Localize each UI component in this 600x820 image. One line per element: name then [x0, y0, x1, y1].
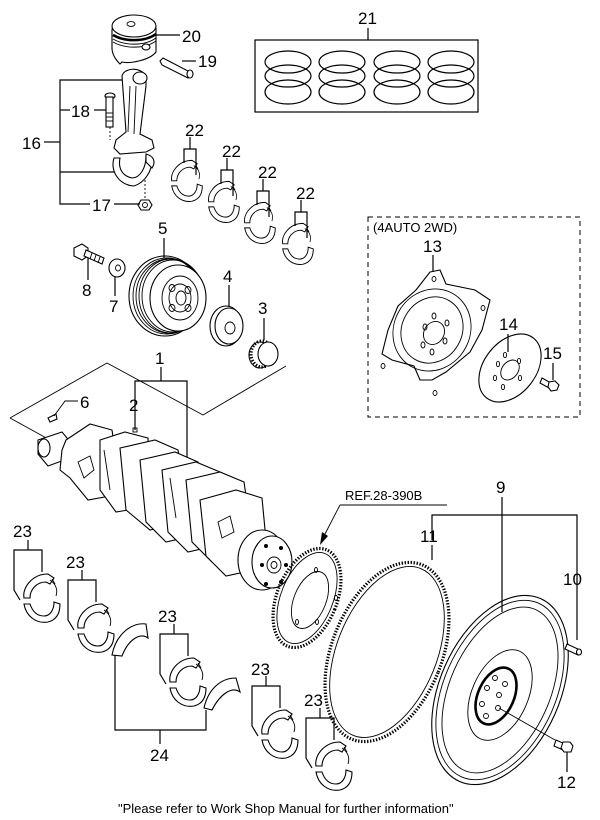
callout-4[interactable]: 4 — [223, 267, 232, 286]
bracket-23 — [13, 549, 43, 601]
callout-24[interactable]: 24 — [150, 746, 169, 765]
callout-22-d[interactable]: 22 — [296, 184, 315, 203]
bearing-shell — [208, 180, 240, 223]
bracket-9 — [431, 514, 578, 640]
flywheel-bolt[interactable] — [553, 739, 574, 753]
callout-10[interactable]: 10 — [563, 570, 582, 589]
referenced-ring-gear[interactable] — [260, 539, 355, 658]
crankshaft-pulley-damper[interactable] — [128, 255, 207, 337]
bearing-shell — [77, 603, 115, 653]
piston-ring-set[interactable] — [254, 28, 479, 113]
thrust-washers[interactable] — [111, 623, 241, 711]
callout-2[interactable]: 2 — [129, 396, 138, 415]
crankshaft-plug[interactable] — [132, 427, 138, 433]
callout-23-a[interactable]: 23 — [13, 522, 32, 541]
callout-22-c[interactable]: 22 — [258, 163, 277, 182]
callout-15[interactable]: 15 — [543, 344, 562, 363]
piston-ring-group — [264, 50, 312, 105]
callout-21[interactable]: 21 — [358, 9, 377, 28]
callout-23-e[interactable]: 23 — [304, 691, 323, 710]
callout-7[interactable]: 7 — [109, 297, 118, 316]
callout-17[interactable]: 17 — [92, 196, 111, 215]
crankshaft-flange[interactable] — [209, 305, 244, 347]
ref-arrow-icon — [320, 532, 328, 545]
callout-3[interactable]: 3 — [258, 299, 267, 318]
drive-plate[interactable] — [378, 269, 491, 396]
callout-6[interactable]: 6 — [80, 393, 89, 412]
callout-14[interactable]: 14 — [499, 315, 518, 334]
bearing-shell — [282, 222, 314, 265]
callout-9[interactable]: 9 — [496, 478, 505, 497]
bearing-shell — [169, 657, 207, 707]
bearing-shell — [171, 159, 203, 202]
callout-12[interactable]: 12 — [557, 773, 576, 792]
callout-19[interactable]: 19 — [198, 52, 217, 71]
crankshaft-kit-outline — [9, 362, 287, 441]
bearing-shell — [315, 741, 353, 791]
callout-22-b[interactable]: 22 — [222, 142, 241, 161]
connecting-rod-bolt[interactable] — [104, 92, 116, 140]
callout-20[interactable]: 20 — [182, 27, 201, 46]
callout-16[interactable]: 16 — [22, 134, 41, 153]
ref-leader — [324, 504, 341, 535]
callout-18[interactable]: 18 — [71, 102, 90, 121]
bracket-23 — [67, 579, 97, 631]
bracket-23 — [305, 717, 335, 769]
piston-ring-group — [318, 50, 366, 105]
callout-1[interactable]: 1 — [155, 349, 164, 368]
crankshaft-sprocket[interactable] — [248, 339, 279, 369]
ring-gear[interactable] — [301, 544, 473, 760]
pulley-washer[interactable] — [108, 258, 126, 278]
piston[interactable] — [111, 14, 157, 65]
callout-5[interactable]: 5 — [158, 219, 167, 238]
piston-ring-group — [373, 50, 421, 105]
drive-plate-bolt[interactable] — [539, 377, 560, 392]
dowel-pin[interactable] — [564, 643, 583, 656]
bracket-23 — [251, 685, 281, 737]
callout-11[interactable]: 11 — [420, 527, 438, 546]
piston-pin[interactable] — [159, 57, 194, 79]
connecting-rod-nut[interactable] — [137, 180, 153, 211]
bracket-23 — [159, 633, 189, 685]
callout-8[interactable]: 8 — [82, 281, 91, 300]
bearing-shell — [23, 573, 61, 623]
connecting-rod[interactable] — [112, 68, 155, 187]
callout-22-a[interactable]: 22 — [185, 121, 204, 140]
leader-6 — [53, 400, 78, 417]
bearing-shell — [244, 201, 276, 244]
connecting-rod-bearings[interactable] — [171, 137, 314, 265]
callout-23-c[interactable]: 23 — [158, 607, 177, 626]
bearing-shell — [261, 709, 299, 759]
variant-box-4auto-2wd — [367, 216, 581, 418]
piston-ring-group — [427, 50, 475, 105]
bracket-16 — [44, 79, 140, 205]
ref-label: REF.28-390B — [345, 488, 422, 503]
woodruff-key[interactable] — [47, 413, 58, 423]
callout-23-d[interactable]: 23 — [251, 660, 270, 679]
pulley-bolt[interactable] — [73, 243, 105, 265]
main-bearings[interactable] — [13, 540, 353, 791]
variant-label: (4AUTO 2WD) — [373, 220, 457, 235]
callout-23-b[interactable]: 23 — [66, 553, 85, 572]
flywheel[interactable] — [405, 574, 596, 806]
adapter-plate[interactable] — [466, 322, 554, 414]
footer-note: "Please refer to Work Shop Manual for fu… — [118, 801, 454, 816]
callout-13[interactable]: 13 — [423, 237, 442, 256]
crankshaft[interactable] — [37, 423, 293, 591]
